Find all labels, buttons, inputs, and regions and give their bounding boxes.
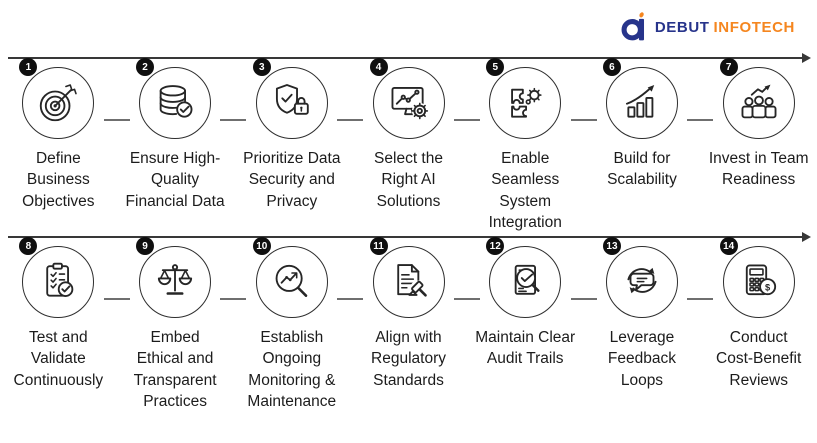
step-7: 7 Invest in Team Readiness xyxy=(687,58,817,234)
checklist-icon xyxy=(46,262,74,297)
step-11: 11 Align with Regulatory Standards xyxy=(337,237,467,413)
debut-infotech-logo-icon xyxy=(621,12,644,41)
step-number-badge: 7 xyxy=(719,58,738,76)
step-icon-circle xyxy=(255,246,328,318)
logo-brand-primary: DEBUT xyxy=(654,18,710,36)
balance-scale-icon xyxy=(157,264,193,295)
calculator-dollar-icon: $ xyxy=(745,264,776,296)
step-label: Enable Seamless System Integration xyxy=(488,150,562,232)
step-label: Leverage Feedback Loops xyxy=(607,329,676,389)
feedback-loop-icon xyxy=(627,267,657,294)
step-2: 2 Ensure High- Quality Financial Data xyxy=(103,58,234,234)
step-label: Align with Regulatory Standards xyxy=(371,329,446,389)
magnifier-chart-icon xyxy=(275,264,308,297)
timeline-arrow-line xyxy=(8,53,811,63)
step-icon-circle xyxy=(139,246,212,318)
timeline-row-2: 8 Test and Validate Continuously xyxy=(0,228,817,443)
timeline-arrow-line xyxy=(8,232,811,242)
step-label: Ensure High- Quality Financial Data xyxy=(125,150,225,210)
step-3: 3 Prioritize Data Security and Privacy xyxy=(220,58,350,234)
step-number-badge: 13 xyxy=(602,237,621,255)
step-icon-circle xyxy=(22,246,95,318)
connector-dash xyxy=(220,119,247,121)
step-icon-circle xyxy=(489,67,562,139)
connector-dash xyxy=(687,119,714,121)
step-1: 1 Define Business Objectives xyxy=(0,58,117,234)
step-number-badge: 11 xyxy=(369,237,388,255)
step-label: Define Business Objectives xyxy=(22,150,95,210)
step-icon-circle xyxy=(605,246,678,318)
step-label: Maintain Clear Audit Trails xyxy=(475,329,576,368)
step-number-badge: 8 xyxy=(19,237,38,255)
step-number-badge: 3 xyxy=(252,58,271,76)
step-icon-circle xyxy=(372,246,445,318)
step-icon-circle xyxy=(489,246,562,318)
target-arrow-icon xyxy=(40,84,78,122)
step-icon-circle xyxy=(372,67,445,139)
connector-dash xyxy=(220,298,247,300)
step-10: 10 Establish Ongoing Monitoring & Mainte… xyxy=(220,237,350,413)
step-number-badge: 4 xyxy=(369,58,388,76)
connector-dash xyxy=(687,298,714,300)
step-number-badge: 1 xyxy=(19,58,38,76)
step-number-badge: 12 xyxy=(486,237,505,255)
shield-lock-icon xyxy=(275,84,309,115)
step-14: 14 $ Conduct Cost-Benefit Reviews xyxy=(687,237,817,413)
connector-dash xyxy=(570,298,597,300)
step-number-badge: 9 xyxy=(136,237,155,255)
step-icon-circle: $ xyxy=(722,246,795,318)
step-icon-circle xyxy=(722,67,795,139)
process-diagram: 1 Define Business Objectives 2 xyxy=(0,49,817,443)
step-6: 6 Build for Scalability xyxy=(570,58,701,234)
steps-row-1: 1 Define Business Objectives 2 xyxy=(0,49,817,234)
step-label: Build for Scalability xyxy=(607,150,677,189)
step-number-badge: 5 xyxy=(486,58,505,76)
step-label: Establish Ongoing Monitoring & Maintenan… xyxy=(247,329,337,411)
step-13: 13 Leverage Feedback Loops xyxy=(570,237,701,413)
connector-dash xyxy=(103,119,130,121)
step-number-badge: 10 xyxy=(252,237,271,255)
step-label: Invest in Team Readiness xyxy=(708,150,809,189)
document-gavel-icon xyxy=(396,264,427,298)
step-label: Test and Validate Continuously xyxy=(13,329,104,389)
step-label: Conduct Cost-Benefit Reviews xyxy=(716,329,802,389)
step-8: 8 Test and Validate Continuously xyxy=(0,237,117,413)
step-number-badge: 2 xyxy=(136,58,155,76)
timeline-row-1: 1 Define Business Objectives 2 xyxy=(0,49,817,231)
svg-text:$: $ xyxy=(765,282,771,292)
growth-bars-icon xyxy=(625,85,655,118)
step-label: Prioritize Data Security and Privacy xyxy=(243,150,341,210)
database-check-icon xyxy=(159,85,193,118)
arrow-head-icon xyxy=(802,232,811,242)
step-icon-circle xyxy=(255,67,328,139)
logo-brand-secondary: INFOTECH xyxy=(713,18,795,36)
step-icon-circle xyxy=(139,67,212,139)
step-12: 12 Maintain Clear Audit Trails xyxy=(453,237,584,413)
step-label: Embed Ethical and Transparent Practices xyxy=(133,329,217,411)
puzzle-gear-icon xyxy=(511,87,542,118)
audit-magnifier-icon xyxy=(514,264,540,295)
step-number-badge: 6 xyxy=(602,58,621,76)
step-icon-circle xyxy=(605,67,678,139)
connector-dash xyxy=(570,119,597,121)
connector-dash xyxy=(103,298,130,300)
step-5: 5 Enable Seamless System Integration xyxy=(453,58,584,234)
monitor-gear-icon xyxy=(391,86,428,120)
step-9: 9 Embed Ethical and Transparent Practice… xyxy=(103,237,234,413)
team-growth-icon xyxy=(741,84,777,119)
step-label: Select the Right AI Solutions xyxy=(374,150,443,210)
step-4: 4 Select the Right AI Solutions xyxy=(337,58,467,234)
steps-row-2: 8 Test and Validate Continuously xyxy=(0,228,817,413)
connector-dash xyxy=(453,298,480,300)
connector-dash xyxy=(453,119,480,121)
arrow-head-icon xyxy=(802,53,811,63)
step-icon-circle xyxy=(22,67,95,139)
connector-dash xyxy=(337,119,364,121)
step-number-badge: 14 xyxy=(719,237,738,255)
connector-dash xyxy=(337,298,364,300)
